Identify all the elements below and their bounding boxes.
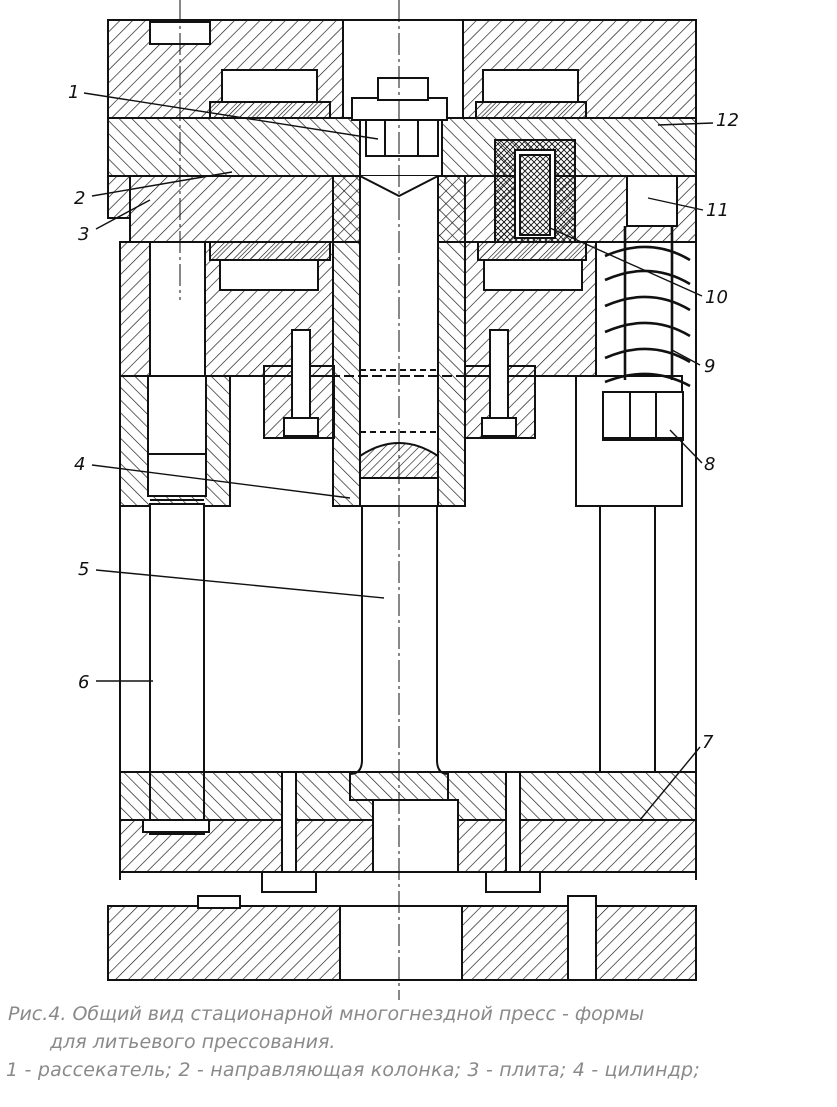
clamp-blocks [263, 329, 536, 439]
callout-4: 4 [74, 454, 85, 475]
left-guide-block [119, 375, 231, 507]
caption-legend-line: 1 - рассекатель; 2 - направляющая колонк… [6, 1059, 700, 1081]
callout-7: 7 [702, 732, 714, 753]
callout-10: 10 [705, 287, 728, 308]
callout-6: 6 [78, 672, 89, 693]
caption-title-line2: для литьевого прессования. [50, 1031, 336, 1053]
lower-plate-7 [119, 771, 697, 893]
callout-12: 12 [716, 110, 739, 131]
right-column [599, 505, 656, 773]
callout-8: 8 [704, 454, 715, 475]
spring [604, 226, 691, 388]
caption-title-line1: Рис.4. Общий вид стационарной многогнезд… [8, 1003, 645, 1025]
figure-caption: Рис.4. Общий вид стационарной многогнезд… [6, 1000, 836, 1084]
callout-1: 1 [68, 82, 79, 103]
callout-2: 2 [74, 188, 85, 209]
callout-11: 11 [706, 200, 729, 221]
press-mold-drawing: 1 2 3 4 5 6 7 8 9 10 11 12 [68, 0, 739, 1000]
callout-3: 3 [78, 224, 89, 245]
callout-9: 9 [704, 356, 715, 377]
callout-5: 5 [78, 559, 89, 580]
heater-insert [494, 139, 576, 243]
leader-lines [83, 92, 714, 821]
base-plate [107, 895, 697, 981]
